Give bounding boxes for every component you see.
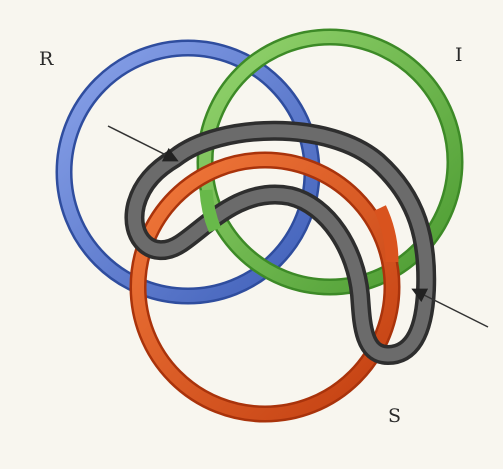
label-r: R: [39, 48, 53, 70]
arrow-upper-left: [108, 126, 176, 160]
label-s: S: [388, 405, 401, 427]
ring-r-highlight: [64, 48, 312, 296]
label-i: I: [455, 44, 463, 66]
